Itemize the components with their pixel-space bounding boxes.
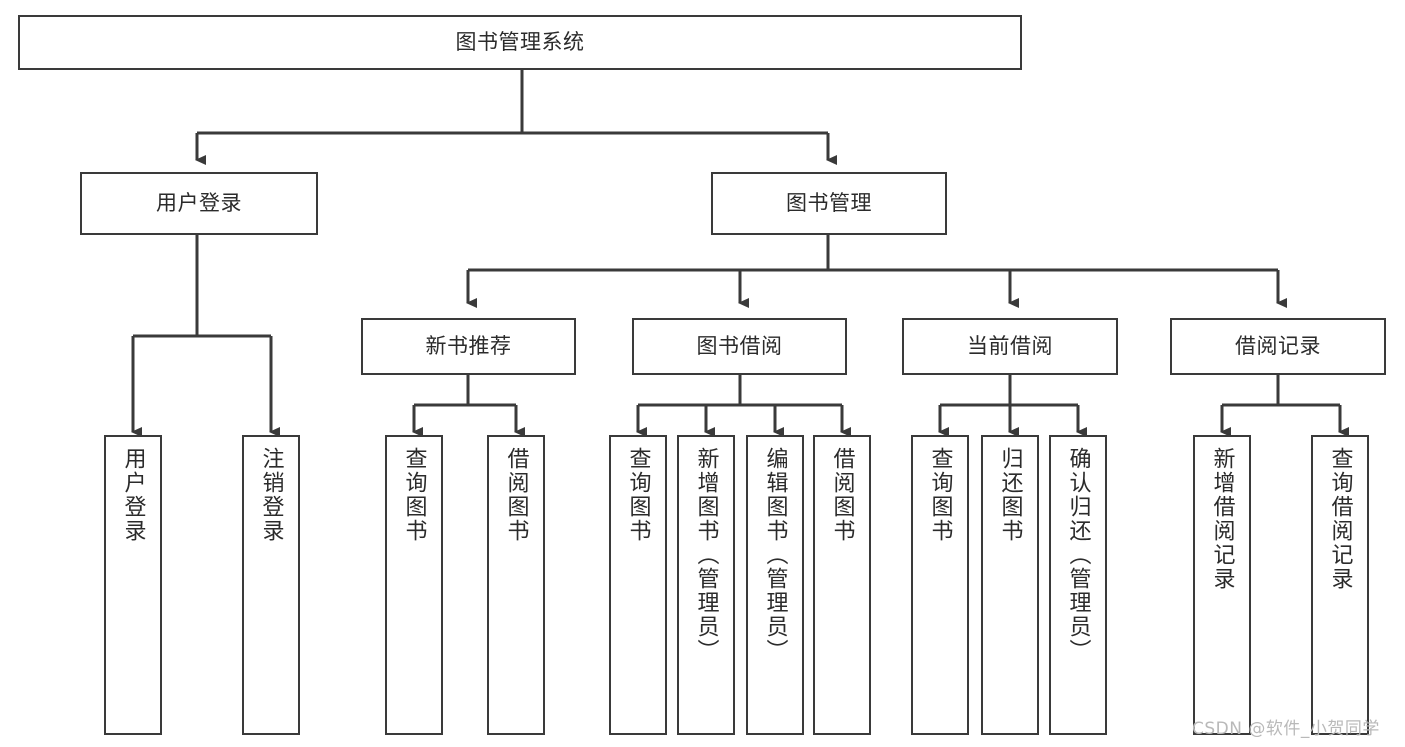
node-label: 新增图书（管理员）: [693, 447, 719, 663]
node-label: 确认归还（管理员）: [1065, 447, 1091, 663]
leaf-borrow-add-book-admin[interactable]: 新增图书（管理员）: [677, 435, 735, 735]
node-label: 借阅图书: [503, 447, 529, 543]
node-label: 新书推荐: [425, 334, 512, 359]
leaf-current-return-book[interactable]: 归还图书: [981, 435, 1039, 735]
leaf-user-logout[interactable]: 注销登录: [242, 435, 300, 735]
node-label: 查询图书: [401, 447, 427, 543]
node-label: 归还图书: [997, 447, 1023, 543]
node-label: 查询图书: [625, 447, 651, 543]
leaf-recommend-query-book[interactable]: 查询图书: [385, 435, 443, 735]
node-label: 用户登录: [120, 447, 146, 543]
node-label: 查询图书: [927, 447, 953, 543]
leaf-borrow-edit-book-admin[interactable]: 编辑图书（管理员）: [746, 435, 804, 735]
node-label: 用户登录: [156, 191, 242, 216]
leaf-user-login[interactable]: 用户登录: [104, 435, 162, 735]
leaf-record-add-record[interactable]: 新增借阅记录: [1193, 435, 1251, 735]
node-label: 新增借阅记录: [1209, 447, 1235, 591]
node-label: 当前借阅: [967, 334, 1053, 359]
node-borrow-record[interactable]: 借阅记录: [1170, 318, 1386, 375]
node-new-book-recommend[interactable]: 新书推荐: [361, 318, 576, 375]
node-root-library-system[interactable]: 图书管理系统: [18, 15, 1022, 70]
node-label: 注销登录: [258, 447, 284, 543]
node-label: 图书管理: [786, 191, 872, 216]
node-label: 借阅图书: [829, 447, 855, 543]
leaf-current-query-book[interactable]: 查询图书: [911, 435, 969, 735]
node-label: 图书借阅: [696, 334, 783, 359]
leaf-borrow-query-book[interactable]: 查询图书: [609, 435, 667, 735]
leaf-record-query-record[interactable]: 查询借阅记录: [1311, 435, 1369, 735]
leaf-recommend-borrow-book[interactable]: 借阅图书: [487, 435, 545, 735]
node-label: 查询借阅记录: [1327, 447, 1353, 591]
node-book-borrow[interactable]: 图书借阅: [632, 318, 847, 375]
node-label: 图书管理系统: [455, 30, 585, 55]
node-user-login[interactable]: 用户登录: [80, 172, 318, 235]
leaf-current-confirm-return-admin[interactable]: 确认归还（管理员）: [1049, 435, 1107, 735]
node-current-borrow[interactable]: 当前借阅: [902, 318, 1118, 375]
node-label: 借阅记录: [1235, 334, 1321, 359]
node-book-management[interactable]: 图书管理: [711, 172, 947, 235]
node-label: 编辑图书（管理员）: [762, 447, 788, 663]
leaf-borrow-borrow-book[interactable]: 借阅图书: [813, 435, 871, 735]
